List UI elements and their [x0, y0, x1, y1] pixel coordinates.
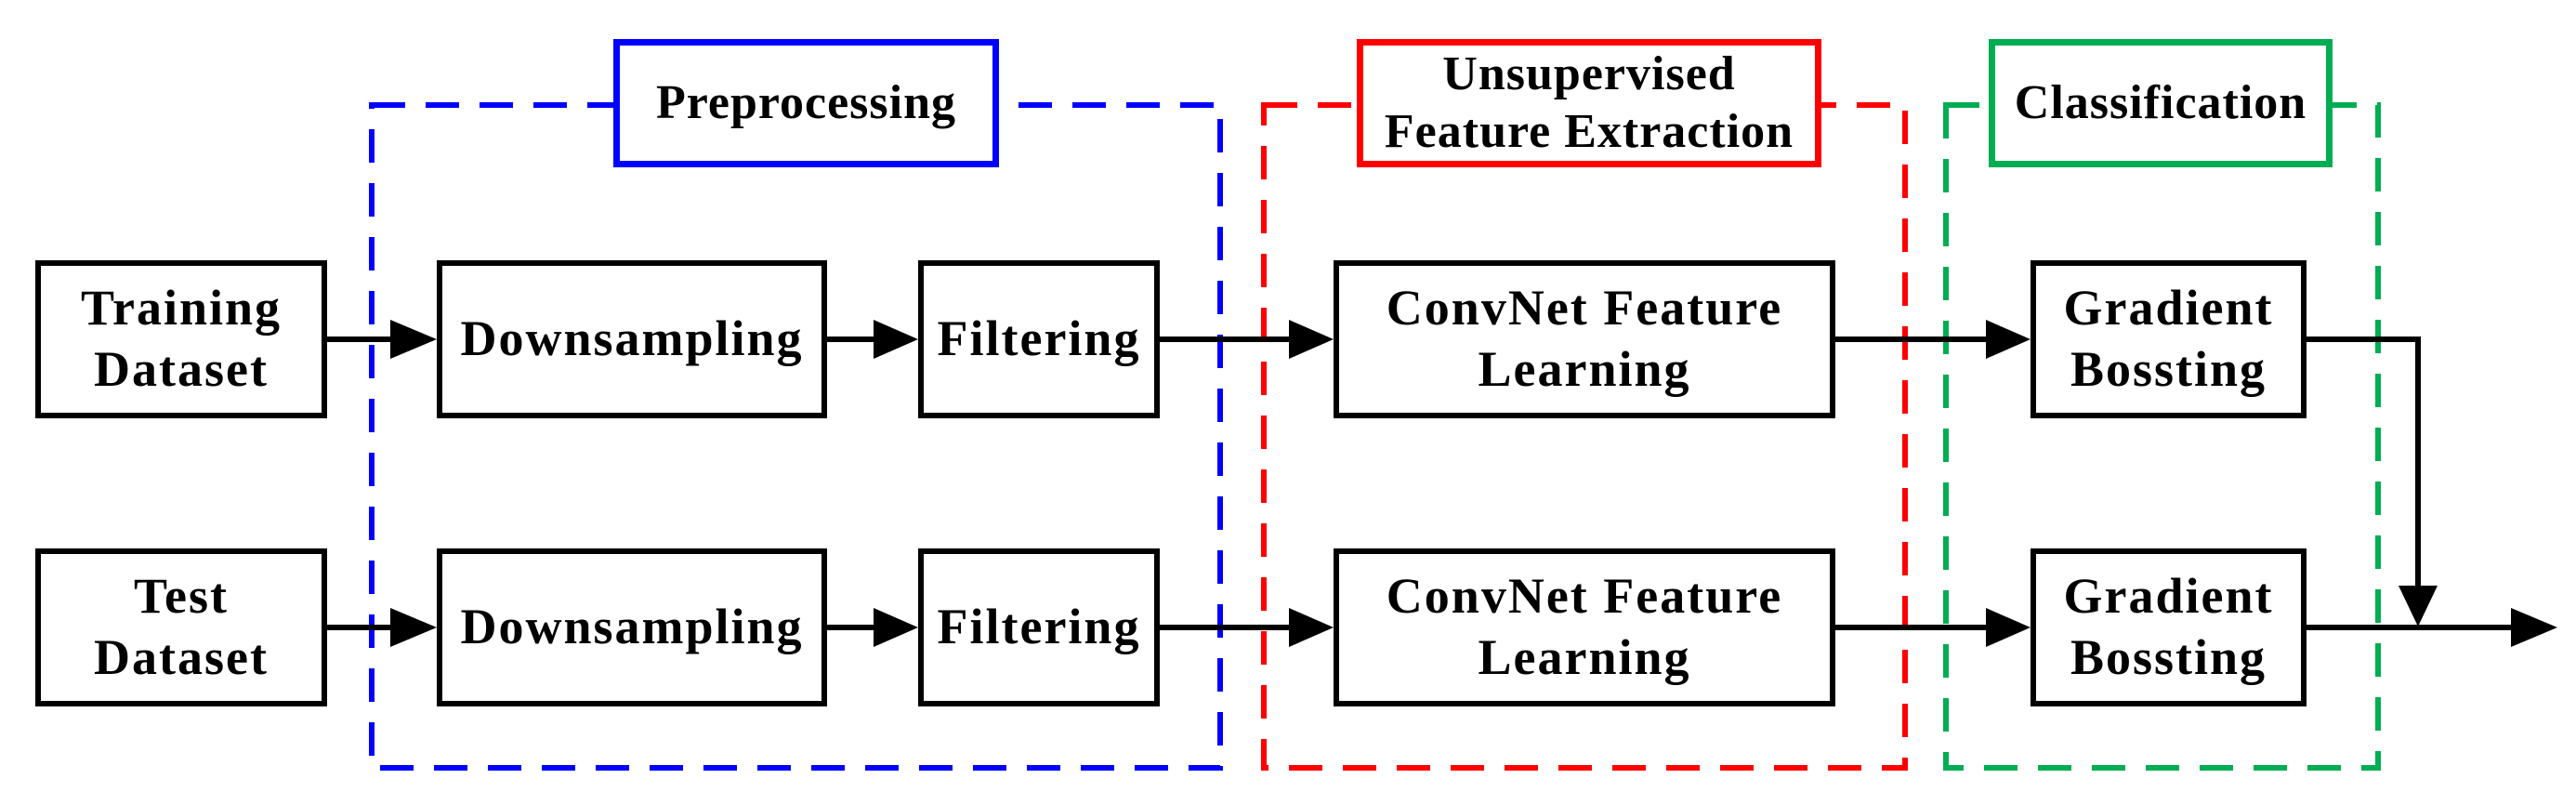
arrow-test-to-downsampling — [327, 608, 437, 647]
node-convnet-feature-learning-top-text: ConvNet Feature Learning — [1386, 280, 1783, 397]
arrow-training-to-downsampling — [327, 320, 437, 359]
stage-label-unsupervised-feature-extraction: Unsupervised Feature Extraction — [1357, 39, 1821, 167]
node-gradient-bossting-top-text: Gradient Bossting — [2063, 280, 2274, 397]
node-test-dataset-text: Test Dataset — [94, 568, 269, 685]
arrow-convnet-to-gradient-top — [1835, 320, 2031, 359]
feature-extraction-region-outline — [1261, 102, 1908, 771]
node-filtering-bottom-text: Filtering — [937, 599, 1141, 655]
node-filtering-top: Filtering — [918, 260, 1160, 418]
node-training-dataset-text: Training Dataset — [80, 280, 283, 397]
node-filtering-top-text: Filtering — [937, 310, 1141, 367]
node-convnet-feature-learning-bottom: ConvNet Feature Learning — [1334, 548, 1835, 706]
node-gradient-bossting-bottom: Gradient Bossting — [2031, 548, 2307, 706]
arrow-downsampling-to-filtering-bottom — [827, 608, 918, 647]
stage-label-preprocessing-text: Preprocessing — [655, 75, 957, 129]
arrow-gradient-bottom-to-output — [2307, 608, 2557, 647]
arrow-gradient-top-to-output — [2307, 337, 2438, 627]
arrow-downsampling-to-filtering-top — [827, 320, 918, 359]
node-downsampling-top-text: Downsampling — [460, 310, 804, 367]
node-test-dataset: Test Dataset — [35, 548, 327, 706]
node-gradient-bossting-bottom-text: Gradient Bossting — [2063, 568, 2274, 685]
node-training-dataset: Training Dataset — [35, 260, 327, 418]
node-filtering-bottom: Filtering — [918, 548, 1160, 706]
stage-label-classification: Classification — [1989, 39, 2333, 167]
stage-label-classification-text: Classification — [2014, 75, 2307, 129]
node-convnet-feature-learning-top: ConvNet Feature Learning — [1334, 260, 1835, 418]
node-downsampling-bottom: Downsampling — [437, 548, 827, 706]
node-gradient-bossting-top: Gradient Bossting — [2031, 260, 2307, 418]
arrow-filtering-to-convnet-bottom — [1160, 608, 1334, 647]
node-downsampling-bottom-text: Downsampling — [460, 599, 804, 655]
node-convnet-feature-learning-bottom-text: ConvNet Feature Learning — [1386, 568, 1783, 685]
stage-label-unsupervised-feature-extraction-text: Unsupervised Feature Extraction — [1384, 46, 1794, 158]
arrow-filtering-to-convnet-top — [1160, 320, 1334, 359]
arrow-convnet-to-gradient-bottom — [1835, 608, 2031, 647]
node-downsampling-top: Downsampling — [437, 260, 827, 418]
stage-label-preprocessing: Preprocessing — [613, 39, 999, 167]
